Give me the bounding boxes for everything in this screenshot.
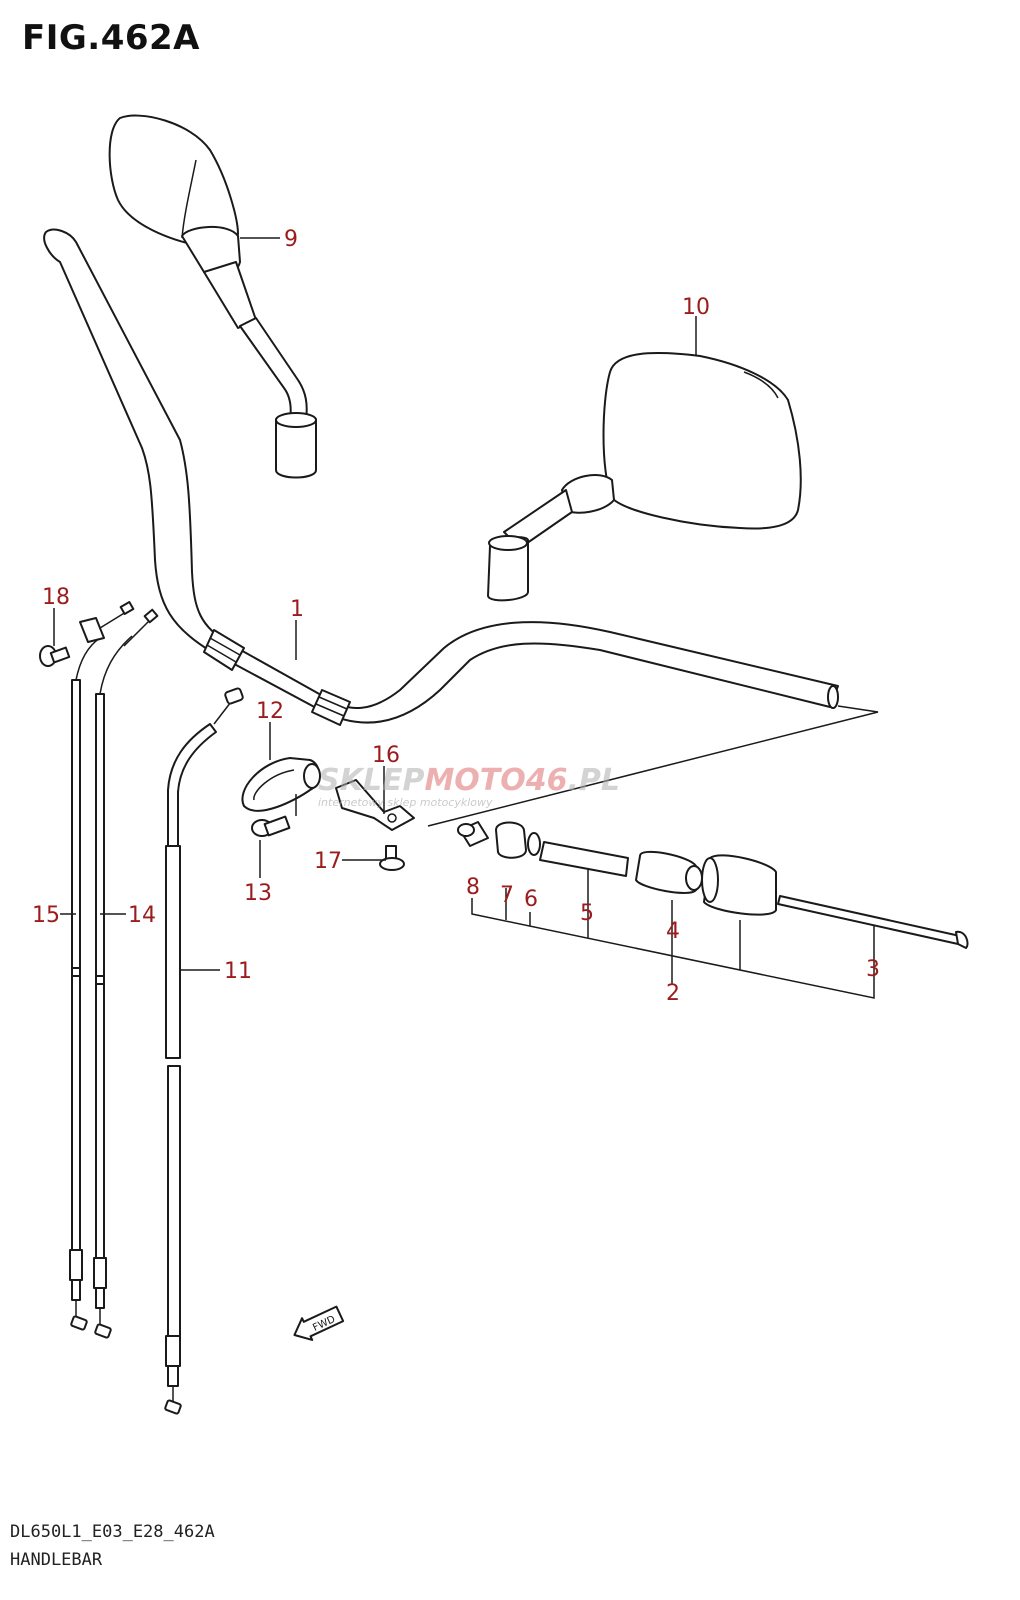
svg-text:SKLEPMOTO46.PL: SKLEPMOTO46.PL	[318, 763, 620, 798]
callout-3: 3	[866, 957, 880, 982]
callout-12: 12	[256, 699, 284, 724]
callout-4: 4	[666, 919, 680, 944]
callout-17: 17	[314, 849, 342, 874]
callout-16: 16	[372, 743, 400, 768]
clamp-bolt	[251, 815, 291, 837]
watermark-part4: .PL	[568, 763, 621, 798]
callout-6: 6	[524, 887, 538, 912]
callout-15: 15	[32, 903, 60, 928]
callout-8: 8	[466, 875, 480, 900]
bracket	[335, 779, 415, 831]
watermark-tagline: internetowy sklep motocyklowy	[318, 796, 493, 809]
callout-13: 13	[244, 881, 272, 906]
watermark-part3: 46	[525, 763, 568, 798]
callout-2: 2	[666, 981, 680, 1006]
callout-10: 10	[682, 295, 710, 320]
callout-14: 14	[128, 903, 156, 928]
knurl-ring-left	[203, 629, 245, 671]
watermark: SKLEPMOTO46.PL internetowy sklep motocyk…	[318, 763, 620, 809]
figure-title: FIG.462A	[22, 18, 200, 58]
watermark-part1: SKLEP	[318, 763, 424, 798]
leader-lines	[53, 237, 697, 971]
callout-5: 5	[580, 901, 594, 926]
cable-end-fittings	[79, 601, 159, 647]
callout-9: 9	[284, 227, 298, 252]
screw-18	[39, 645, 71, 667]
projection-lines	[427, 705, 879, 827]
group-bracket	[471, 868, 875, 999]
knurl-ring-right	[311, 689, 351, 726]
cable-clamp	[241, 757, 321, 812]
mirror-right	[487, 352, 802, 602]
mirror-left	[108, 114, 317, 479]
clutch-cable	[164, 687, 244, 1415]
handlebar	[43, 228, 839, 726]
bracket-screw	[379, 845, 405, 871]
throttle-cable-15	[69, 637, 101, 1331]
callout-18: 18	[42, 585, 70, 610]
callouts: 1 2 3 4 5 6 7 8 9 10 11 12 13 14 15 16 1…	[32, 227, 880, 1006]
grip-assembly	[457, 821, 969, 949]
watermark-part2: MOTO	[424, 763, 525, 798]
callout-11: 11	[224, 959, 252, 984]
callout-1: 1	[290, 597, 304, 622]
section-name: HANDLEBAR	[10, 1550, 103, 1570]
model-code: DL650L1_E03_E28_462A	[10, 1522, 215, 1542]
fwd-arrow: FWD	[293, 1305, 345, 1341]
throttle-cable-14	[93, 635, 133, 1339]
callout-7: 7	[500, 883, 514, 908]
